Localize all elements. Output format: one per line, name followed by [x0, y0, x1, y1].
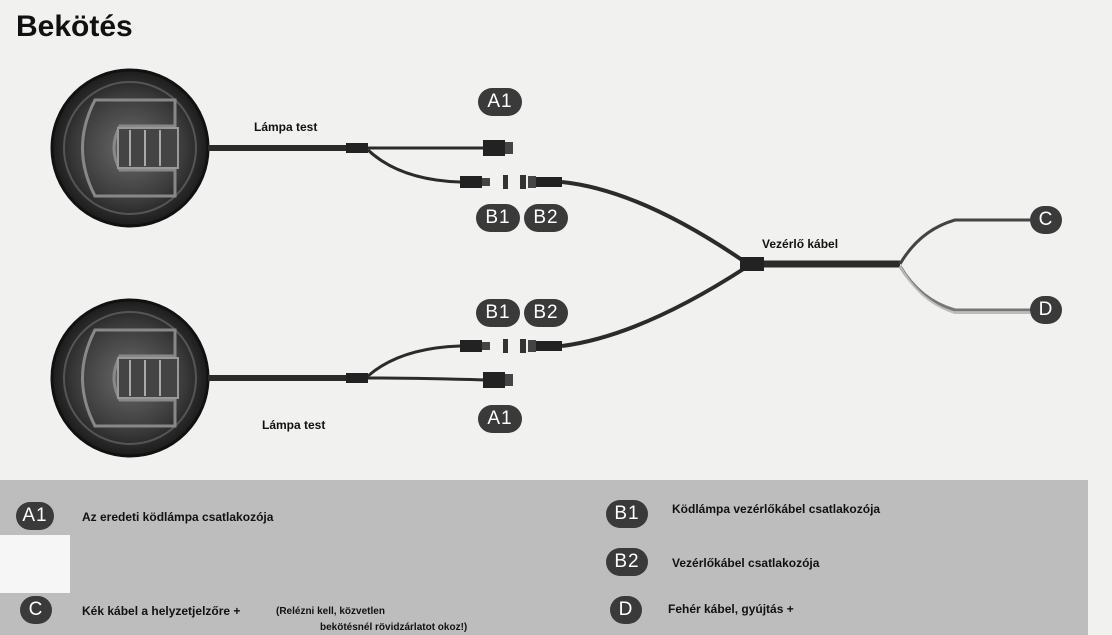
- badge-b1-bottom: B1: [476, 299, 520, 327]
- badge-d: D: [1030, 296, 1062, 324]
- lamp-bottom: [50, 298, 210, 458]
- legend-c-note-line2: bekötésnél rövidzárlatot okoz!): [320, 622, 468, 633]
- legend-c-note-line1: (Relézni kell, közvetlen: [276, 606, 385, 617]
- badge-a1-bottom: A1: [478, 405, 522, 433]
- page-title: Bekötés: [16, 10, 133, 43]
- legend-panel: A1 Az eredeti ködlámpa csatlakozója B1 K…: [0, 480, 1112, 635]
- badge-a1-top: A1: [478, 88, 522, 116]
- cable-top: [208, 143, 485, 184]
- control-cable-label: Vezérlő kábel: [762, 237, 839, 251]
- legend-d-text: Fehér kábel, gyújtás +: [668, 602, 794, 616]
- lamp-bottom-label: Lámpa test: [262, 418, 326, 432]
- connector-b1-top: [460, 175, 508, 189]
- legend-badge-b2: B2: [606, 548, 648, 576]
- badge-b1-top: B1: [476, 204, 520, 232]
- cable-bottom: [208, 344, 486, 383]
- badge-b2-bottom: B2: [524, 299, 568, 327]
- legend-b1-text: Ködlámpa vezérlőkábel csatlakozója: [672, 502, 881, 516]
- lamp-top: [50, 68, 210, 228]
- control-cable: [561, 180, 1030, 348]
- connector-a1-top: [483, 140, 513, 156]
- badge-c: C: [1030, 206, 1062, 234]
- legend-badge-a1: A1: [16, 502, 54, 530]
- legend-a1-text: Az eredeti ködlámpa csatlakozója: [82, 510, 274, 524]
- legend-b2-text: Vezérlőkábel csatlakozója: [672, 556, 820, 570]
- legend-badge-c: C: [20, 596, 52, 624]
- legend-margin: [1088, 480, 1112, 635]
- connector-b1-bottom: [460, 339, 508, 353]
- legend-badge-b1: B1: [606, 500, 648, 528]
- legend-blank-area: [0, 535, 70, 593]
- lamp-top-label: Lámpa test: [254, 120, 318, 134]
- wiring-diagram: [50, 68, 1030, 458]
- connector-b2-top: [520, 175, 562, 189]
- legend-c-text: Kék kábel a helyzetjelzőre +: [82, 604, 241, 618]
- legend-badge-d: D: [610, 596, 642, 624]
- connector-a1-bottom: [483, 372, 513, 388]
- connector-b2-bottom: [520, 339, 562, 353]
- badge-b2-top: B2: [524, 204, 568, 232]
